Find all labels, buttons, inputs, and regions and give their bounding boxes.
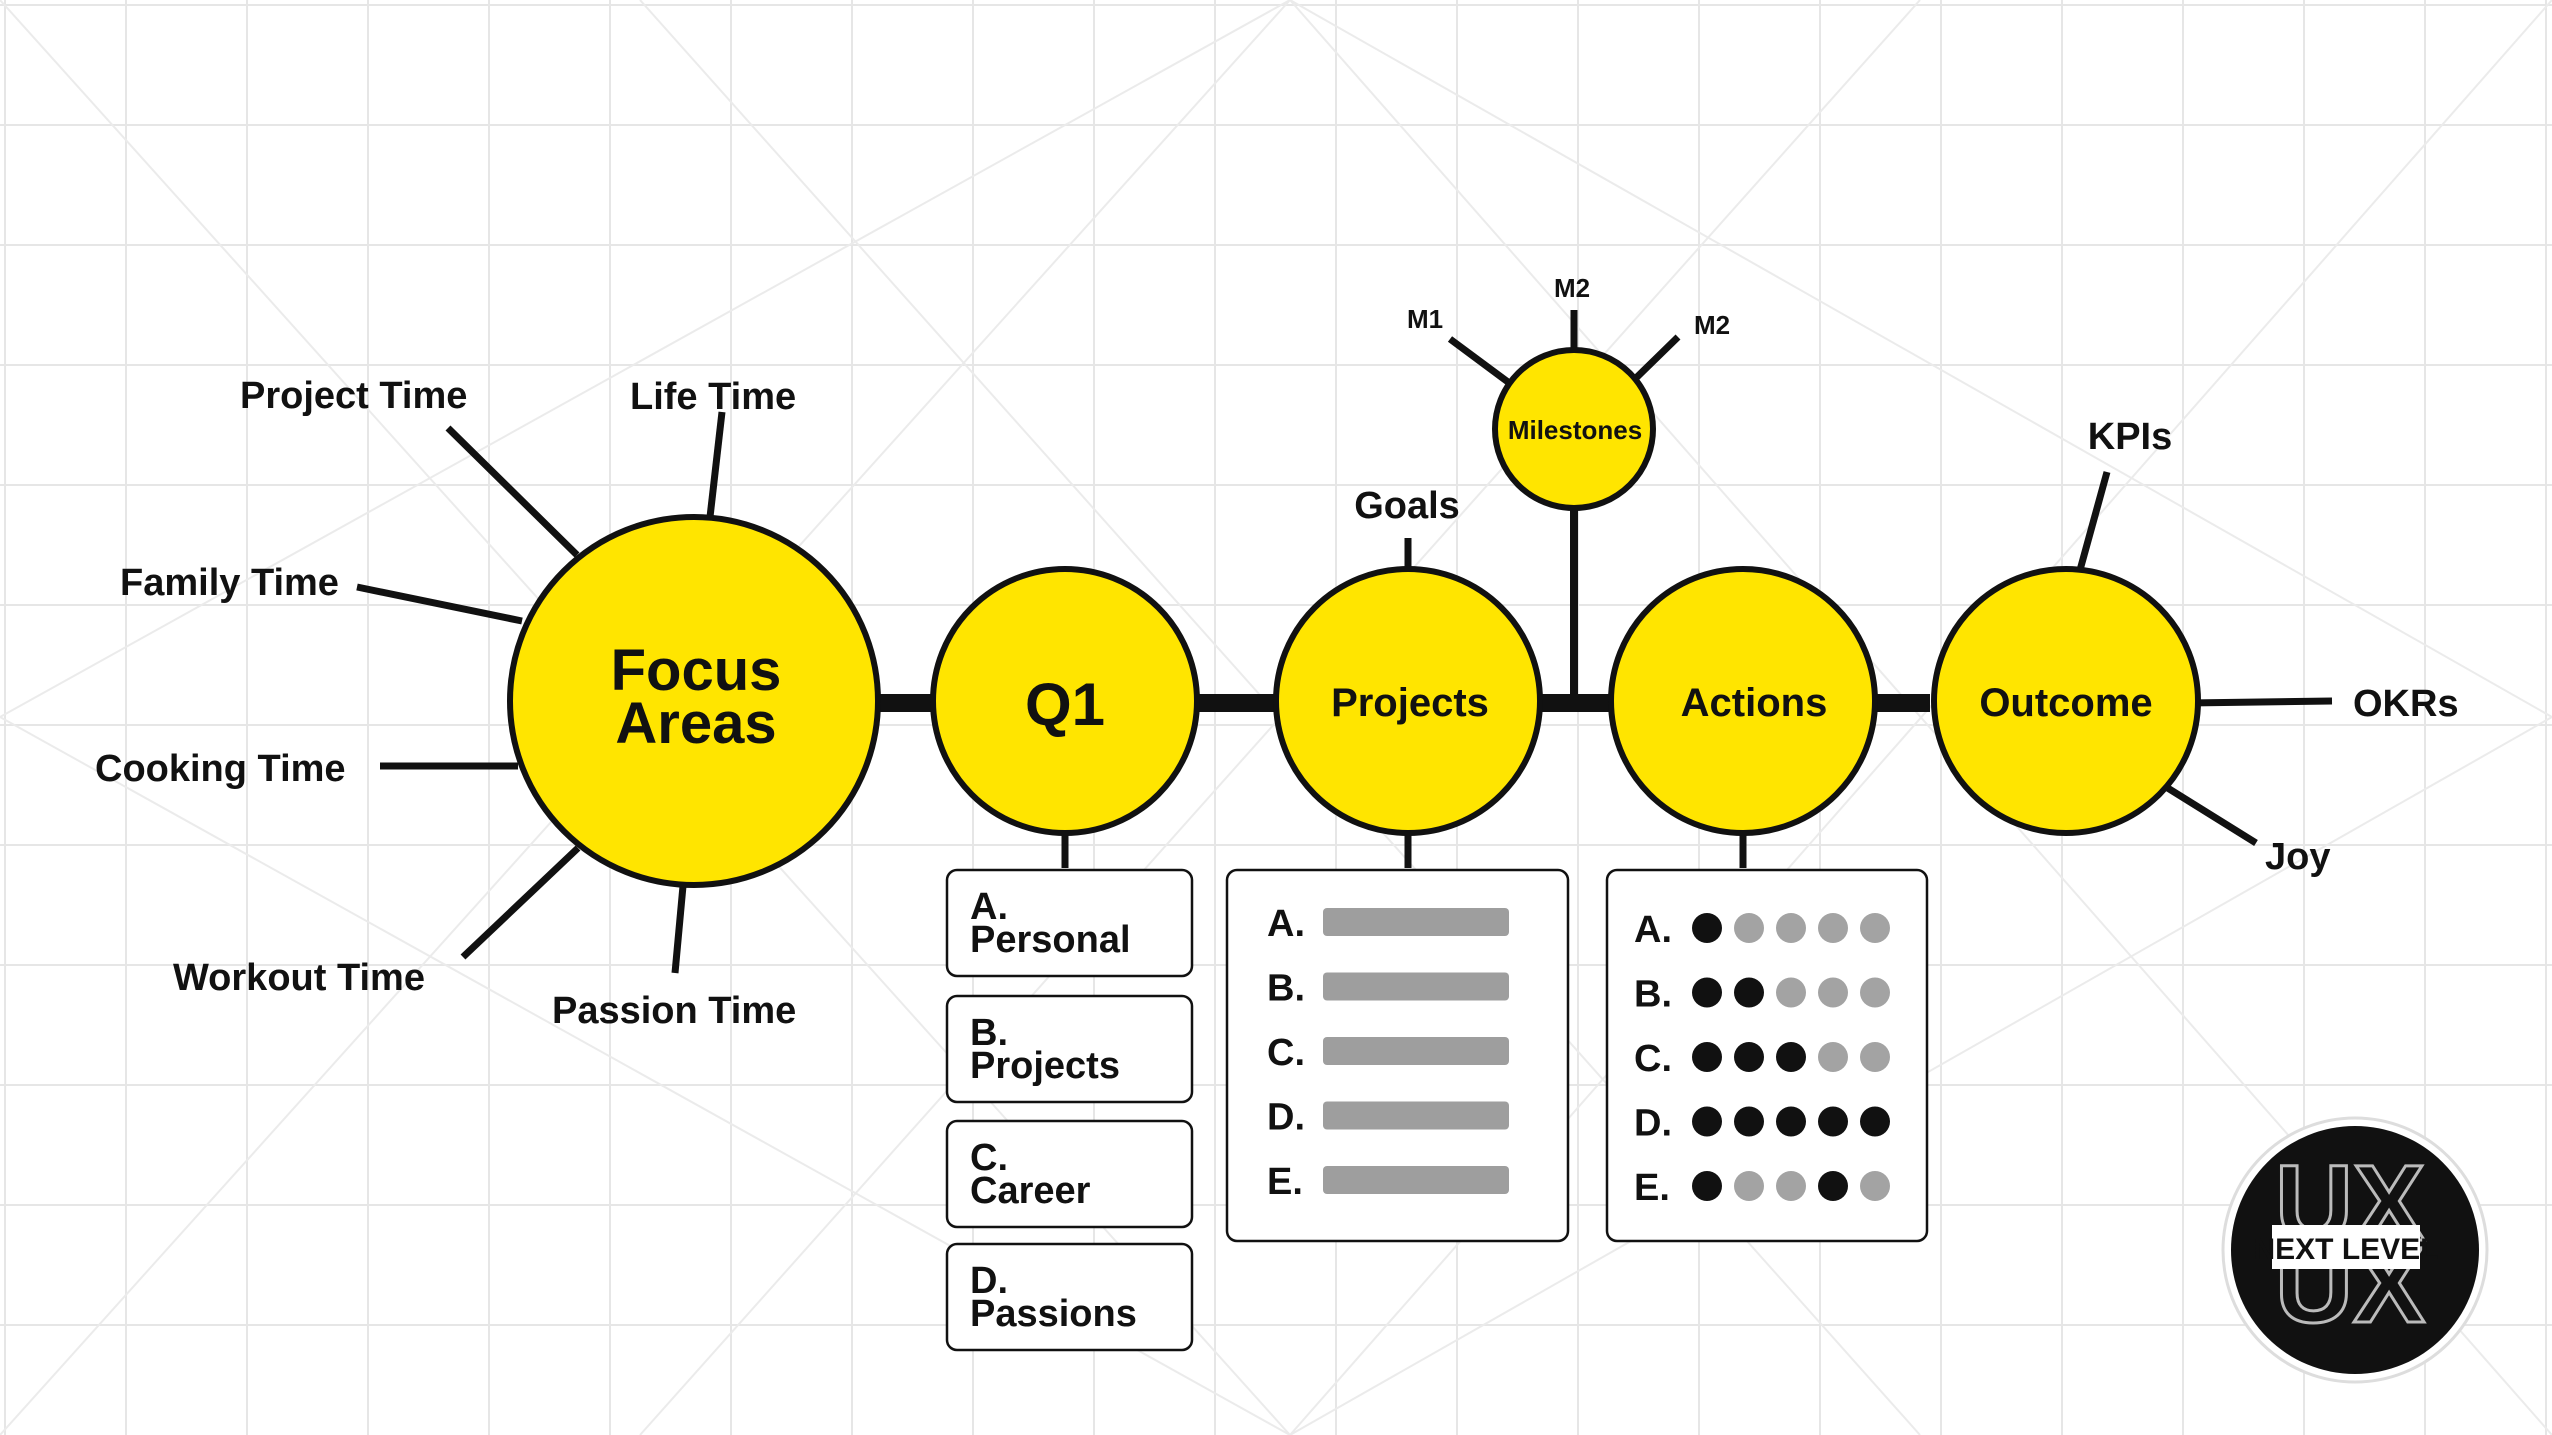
q1-card xyxy=(945,868,1194,978)
q1-circle xyxy=(930,566,1200,836)
actions-card xyxy=(1605,868,1929,1243)
next-level-ux-logo: UX UX NEXT LEVEL xyxy=(2221,1116,2489,1384)
milestone-m1-connector xyxy=(1447,336,1515,388)
actions-row-letter: B. xyxy=(1634,974,1672,1016)
projects-row-letter: A. xyxy=(1267,903,1305,945)
actions-row-letter: C. xyxy=(1634,1038,1672,1080)
label-goals: Goals xyxy=(1354,485,1460,527)
spoke-okrs xyxy=(2187,697,2333,707)
outcome-circle xyxy=(1931,566,2201,836)
action-dot-filled xyxy=(1734,1042,1764,1072)
label-cooking-time: Cooking Time xyxy=(95,748,346,790)
actions-row-letter: E. xyxy=(1634,1167,1670,1209)
focus-spokes xyxy=(356,411,726,974)
actions-row-letter: A. xyxy=(1634,909,1672,951)
q1-card-letter: C. xyxy=(970,1137,1008,1179)
action-dot-empty xyxy=(1818,977,1848,1008)
action-dot-empty xyxy=(1818,1042,1848,1072)
label-m2-right: M2 xyxy=(1694,310,1730,340)
projects-row-bar xyxy=(1323,908,1509,936)
q1-card xyxy=(945,1242,1194,1352)
label-workout-time: Workout Time xyxy=(173,957,425,999)
milestone-m2-right-connector xyxy=(1633,334,1681,381)
label-kpis: KPIs xyxy=(2088,416,2172,458)
actions-title: Actions xyxy=(1681,681,1828,725)
q1-card-label: Career xyxy=(970,1170,1091,1212)
projects-row-bar xyxy=(1323,1037,1509,1065)
q1-card xyxy=(945,1119,1194,1229)
outcome-spokes xyxy=(2076,471,2333,846)
action-dot-empty xyxy=(1860,977,1890,1008)
logo-banner-text: NEXT LEVEL xyxy=(2253,1233,2438,1266)
projects-row-letter: D. xyxy=(1267,1097,1305,1139)
label-m1: M1 xyxy=(1407,304,1443,334)
label-m2-top: M2 xyxy=(1554,273,1590,303)
action-dot-empty xyxy=(1776,1171,1806,1201)
spoke-joy xyxy=(2156,779,2258,846)
projects-row-letter: B. xyxy=(1267,968,1305,1010)
action-dot-filled xyxy=(1692,913,1722,943)
action-dot-empty xyxy=(1818,913,1848,943)
q1-card-label: Passions xyxy=(970,1293,1137,1335)
label-family-time: Family Time xyxy=(120,562,339,604)
action-dot-empty xyxy=(1734,1171,1764,1201)
spoke-family-time xyxy=(356,583,523,625)
projects-row-list: A. B. C. D. E. xyxy=(1267,903,1509,1203)
milestones-title: Milestones xyxy=(1508,415,1642,445)
action-dot-empty xyxy=(1776,977,1806,1008)
spoke-passion-time xyxy=(671,885,687,974)
q1-card xyxy=(945,994,1194,1104)
action-dot-filled xyxy=(1692,1042,1722,1072)
focus-areas-title-line1: Focus xyxy=(611,638,782,703)
spoke-project-time xyxy=(445,425,580,558)
q1-card-letter: D. xyxy=(970,1260,1008,1302)
label-okrs: OKRs xyxy=(2353,683,2459,725)
projects-row-bar xyxy=(1323,1166,1509,1194)
label-project-time: Project Time xyxy=(240,375,467,417)
q1-card-label: Personal xyxy=(970,919,1131,961)
actions-row-letter: D. xyxy=(1634,1103,1672,1145)
label-life-time: Life Time xyxy=(630,376,796,418)
q1-card-label: Projects xyxy=(970,1045,1120,1087)
actions-row-list: A. B. C. D. E. xyxy=(1634,909,1890,1209)
outcome-title: Outcome xyxy=(1979,681,2152,725)
projects-row-letter: C. xyxy=(1267,1032,1305,1074)
action-dot-filled xyxy=(1818,1171,1848,1201)
action-dot-filled xyxy=(1692,977,1722,1008)
action-dot-empty xyxy=(1734,913,1764,943)
action-dot-empty xyxy=(1860,1171,1890,1201)
projects-title: Projects xyxy=(1331,681,1489,725)
focus-areas-title-line2: Areas xyxy=(615,691,776,756)
label-joy: Joy xyxy=(2265,836,2330,878)
q1-title: Q1 xyxy=(1025,671,1105,738)
projects-row-bar xyxy=(1323,1101,1509,1130)
milestones-circle xyxy=(1492,347,1656,511)
action-dot-filled xyxy=(1776,1042,1806,1072)
action-dot-filled xyxy=(1776,1106,1806,1137)
action-dot-filled xyxy=(1692,1106,1722,1137)
q1-card-letter: A. xyxy=(970,886,1008,928)
action-dot-empty xyxy=(1860,1042,1890,1072)
projects-circle xyxy=(1273,566,1543,836)
action-dot-empty xyxy=(1776,913,1806,943)
action-dot-filled xyxy=(1860,1106,1890,1137)
action-dot-filled xyxy=(1734,1106,1764,1137)
action-dot-empty xyxy=(1860,913,1890,943)
actions-circle xyxy=(1608,566,1878,836)
focus-areas-circle xyxy=(507,514,881,888)
spoke-kpis xyxy=(2076,471,2111,571)
projects-row-bar xyxy=(1323,972,1509,1001)
node-circles xyxy=(507,347,2201,888)
action-dot-filled xyxy=(1818,1106,1848,1137)
action-dot-filled xyxy=(1734,977,1764,1008)
projects-row-letter: E. xyxy=(1267,1161,1303,1203)
label-passion-time: Passion Time xyxy=(552,990,796,1032)
spoke-workout-time xyxy=(460,845,581,960)
q1-card-letter: B. xyxy=(970,1012,1008,1054)
action-dot-filled xyxy=(1692,1171,1722,1201)
spoke-life-time xyxy=(706,411,726,518)
